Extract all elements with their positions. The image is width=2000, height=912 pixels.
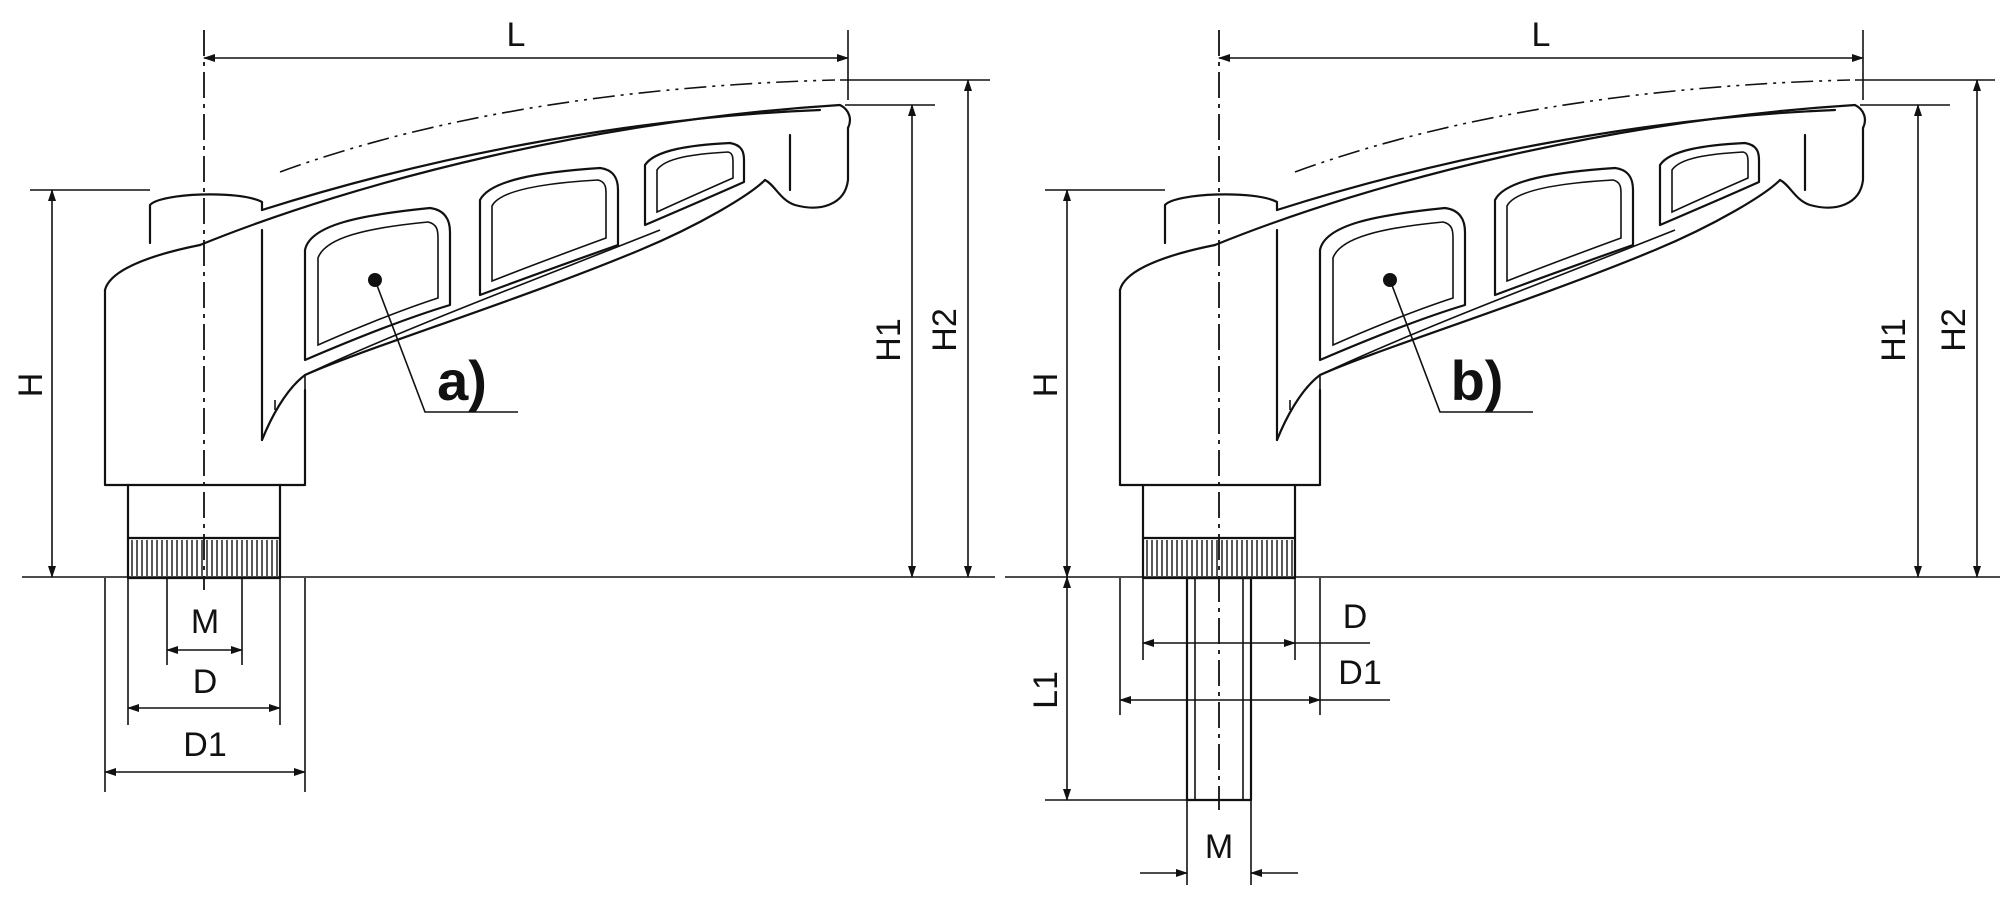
figure-a: L H H1 H2 M D D1 a) [12, 16, 995, 792]
dim-label-L: L [1532, 16, 1551, 54]
dim-label-H1: H1 [870, 318, 908, 361]
dim-label-H2: H2 [1935, 308, 1973, 351]
dim-label-D1: D1 [183, 726, 226, 764]
dim-label-M: M [1205, 828, 1233, 866]
dim-label-H1: H1 [1875, 318, 1913, 361]
dim-label-L: L [507, 16, 526, 54]
dim-label-L1: L1 [1027, 671, 1065, 709]
figure-tag-b: b) [1451, 349, 1504, 412]
dim-label-M: M [191, 603, 219, 641]
dim-label-D1: D1 [1338, 654, 1381, 692]
dim-label-H2: H2 [926, 308, 964, 351]
dim-label-D: D [193, 663, 218, 701]
dim-label-H: H [1027, 373, 1065, 398]
dim-label-H: H [12, 373, 50, 398]
figure-tag-a: a) [437, 349, 487, 412]
dim-label-D: D [1343, 598, 1368, 636]
figure-b: L H H1 H2 L1 D D1 M b) [1005, 16, 2000, 885]
